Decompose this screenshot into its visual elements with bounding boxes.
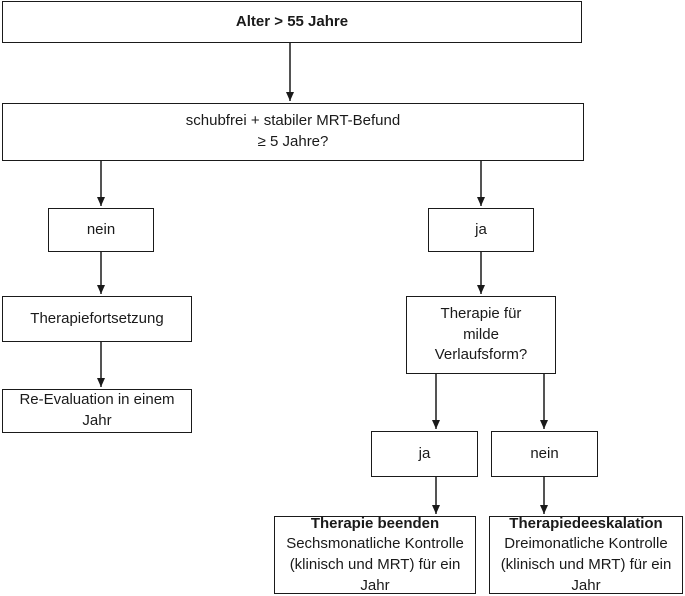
answer-nein-2-box: nein (491, 431, 598, 477)
answer-nein-box: nein (48, 208, 154, 252)
question-line-2: ≥ 5 Jahre? (257, 133, 329, 150)
question-line-1: schubfrei + stabiler MRT-Befund (185, 112, 401, 130)
reevaluation-box: Re-Evaluation in einem Jahr (2, 389, 192, 433)
therapie-beenden-line-1: Sechsmonatliche Kontrolle (286, 535, 464, 553)
question-2-line-1: Therapie für (440, 304, 522, 322)
answer-ja-2-label: ja (418, 444, 431, 462)
therapiedeeskalation-line-2: (klinisch und MRT) für ein Jahr (500, 556, 672, 594)
reevaluation-label: Re-Evaluation in einem Jahr (19, 391, 175, 429)
therapiedeeskalation-box: Therapiedeeskalation Dreimonatliche Kont… (489, 514, 683, 594)
therapie-beenden-title: Therapie beenden (310, 514, 440, 532)
therapiedeeskalation-line-1: Dreimonatliche Kontrolle (504, 535, 668, 553)
question-2-box: Therapie für milde Verlaufsform? (406, 296, 556, 374)
therapie-beenden-box: Therapie beenden Sechsmonatliche Kontrol… (274, 514, 476, 594)
question-box: schubfrei + stabiler MRT-Befund ≥ 5 Jahr… (2, 103, 584, 161)
answer-ja-label: ja (475, 220, 487, 238)
therapiefortsetzung-box: Therapiefortsetzung (2, 296, 192, 342)
answer-nein-2-label: nein (530, 444, 559, 462)
answer-ja-2-box: ja (371, 431, 478, 477)
answer-ja-box: ja (428, 208, 534, 252)
answer-nein-label: nein (86, 220, 116, 238)
root-box: Alter > 55 Jahre (2, 1, 582, 43)
question-2-line-3: Verlaufsform? (434, 346, 528, 364)
therapiedeeskalation-title: Therapiedeeskalation (509, 514, 663, 532)
question-2-line-2: milde (463, 325, 499, 343)
therapiefortsetzung-label: Therapiefortsetzung (30, 309, 164, 327)
root-label: Alter > 55 Jahre (235, 12, 349, 30)
therapie-beenden-line-2: (klinisch und MRT) für ein Jahr (289, 556, 461, 594)
